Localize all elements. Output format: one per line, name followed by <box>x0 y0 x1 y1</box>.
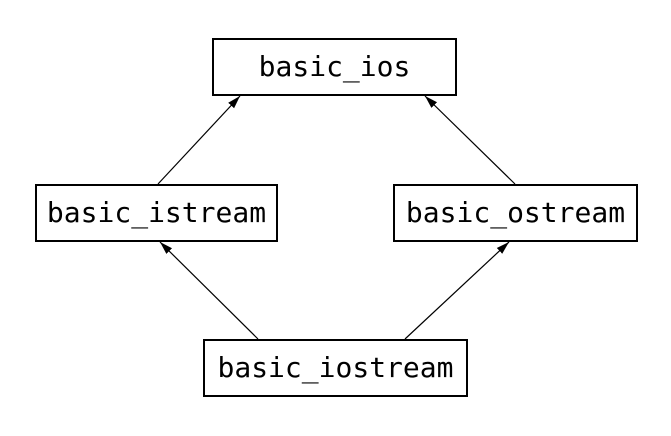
node-basic-ios-label: basic_ios <box>258 50 411 83</box>
node-basic-ios: basic_ios <box>212 38 457 96</box>
edge-basic_istream-to-basic_ios <box>157 95 241 185</box>
node-basic-istream: basic_istream <box>35 184 278 242</box>
edge-basic_iostream-to-basic_istream <box>159 241 259 340</box>
node-basic-istream-label: basic_istream <box>46 196 267 229</box>
edge-basic_ostream-to-basic_ios <box>424 95 516 185</box>
node-basic-ostream: basic_ostream <box>393 184 638 242</box>
edge-basic_iostream-to-basic_ostream <box>404 241 510 340</box>
node-basic-iostream-label: basic_iostream <box>217 351 454 384</box>
node-basic-iostream: basic_iostream <box>203 339 468 397</box>
node-basic-ostream-label: basic_ostream <box>405 196 626 229</box>
